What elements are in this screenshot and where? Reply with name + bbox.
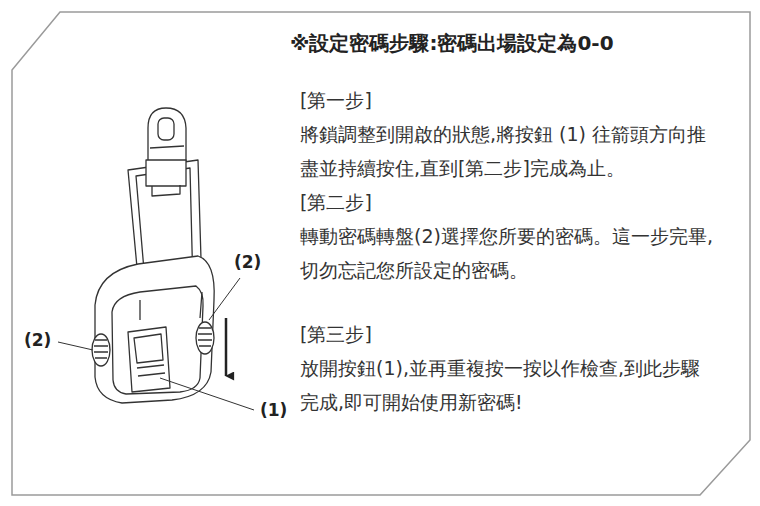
step-heading: [第三步] xyxy=(300,317,718,351)
callout-number: (2) xyxy=(232,252,263,272)
callout-number: (2) xyxy=(22,330,53,350)
step-column: [第一步]將鎖調整到開啟的狀態,將按鈕 (1) 往箭頭方向推盡並持續按住,直到[… xyxy=(300,83,718,419)
heading: ※設定密碼步驟:密碼出場設定為0-0 xyxy=(290,30,614,57)
step-text: 將鎖調整到開啟的狀態,將按鈕 (1) 往箭頭方向推盡並持續按住,直到[第二步]完… xyxy=(300,117,718,185)
step-text: 放開按鈕(1),並再重複按一按以作檢查,到此步驟完成,即可開始使用新密碼! xyxy=(300,351,718,419)
step-heading: [第二步] xyxy=(300,185,718,219)
step-heading: [第一步] xyxy=(300,83,718,117)
callout-number: (1) xyxy=(258,400,289,420)
step-text: 轉動密碼轉盤(2)選擇您所要的密碼。這一步完畢,切勿忘記您所設定的密碼。 xyxy=(300,219,718,287)
